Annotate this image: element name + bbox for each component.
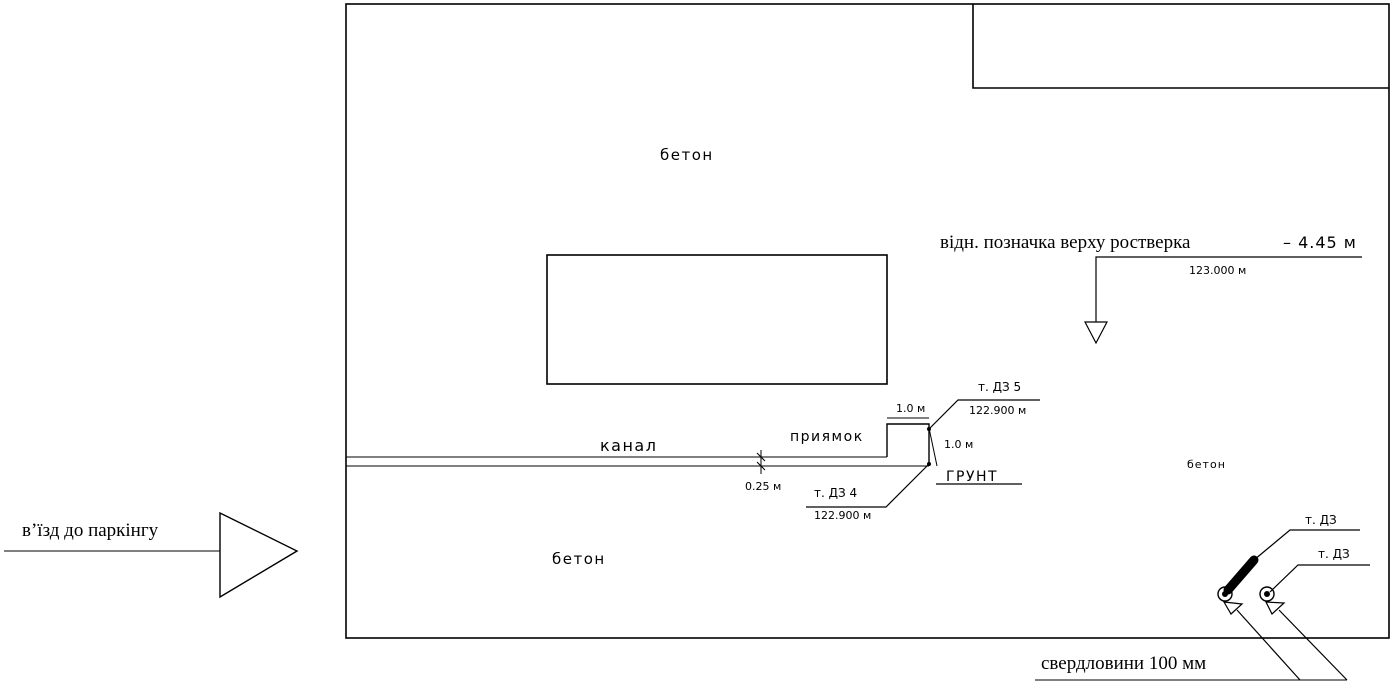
pit-depth-label: 1.0 м bbox=[944, 438, 973, 451]
site-boundary bbox=[345, 3, 1390, 639]
elevation-mark-triangle bbox=[1084, 321, 1108, 345]
building-top-right bbox=[972, 4, 1389, 89]
canal bbox=[346, 456, 929, 467]
area-label-concrete-top: бетон bbox=[660, 146, 714, 164]
borehole-a-leader bbox=[1253, 529, 1360, 561]
canal-label: канал bbox=[600, 436, 657, 455]
pit-label: приямок bbox=[790, 429, 864, 445]
soil-label: ГРУНТ bbox=[946, 469, 998, 485]
point-dz4-leader bbox=[806, 463, 930, 508]
canal-width-dimension bbox=[756, 450, 766, 474]
borehole-b bbox=[1259, 586, 1286, 615]
boreholes-pointer-b bbox=[1278, 609, 1348, 681]
boreholes-pointer-a bbox=[1236, 609, 1301, 681]
pit-outline bbox=[886, 423, 938, 467]
point-dz4-elevation: 122.900 м bbox=[814, 509, 871, 522]
borehole-b-leader bbox=[1269, 564, 1370, 593]
central-structure bbox=[546, 254, 888, 385]
borehole-a bbox=[1217, 555, 1259, 615]
point-dz4-name: т. ДЗ 4 bbox=[814, 486, 857, 500]
borehole-b-name: т. ДЗ bbox=[1318, 547, 1350, 561]
entrance-arrow-icon bbox=[219, 511, 299, 599]
elevation-mark-relative-value: – 4.45 м bbox=[1283, 233, 1357, 252]
entrance-label: в’їзд до паркінгу bbox=[22, 520, 159, 541]
canal-width-label: 0.25 м bbox=[745, 480, 781, 493]
point-dz5-elevation: 122.900 м bbox=[969, 404, 1026, 417]
elevation-mark-absolute-value: 123.000 м bbox=[1189, 264, 1246, 277]
area-label-concrete-right: бетон bbox=[1187, 458, 1226, 471]
point-dz5-name: т. ДЗ 5 bbox=[978, 380, 1021, 394]
pit-width-label: 1.0 м bbox=[896, 402, 925, 415]
elevation-mark-label: відн. позначка верху ростверка bbox=[940, 232, 1191, 253]
area-label-concrete-bottom: бетон bbox=[552, 550, 606, 568]
borehole-a-name: т. ДЗ bbox=[1305, 513, 1337, 527]
elevation-mark-leader bbox=[1095, 256, 1362, 322]
boreholes-label: свердловини 100 мм bbox=[1041, 653, 1206, 674]
point-dz5-leader bbox=[928, 399, 1040, 430]
